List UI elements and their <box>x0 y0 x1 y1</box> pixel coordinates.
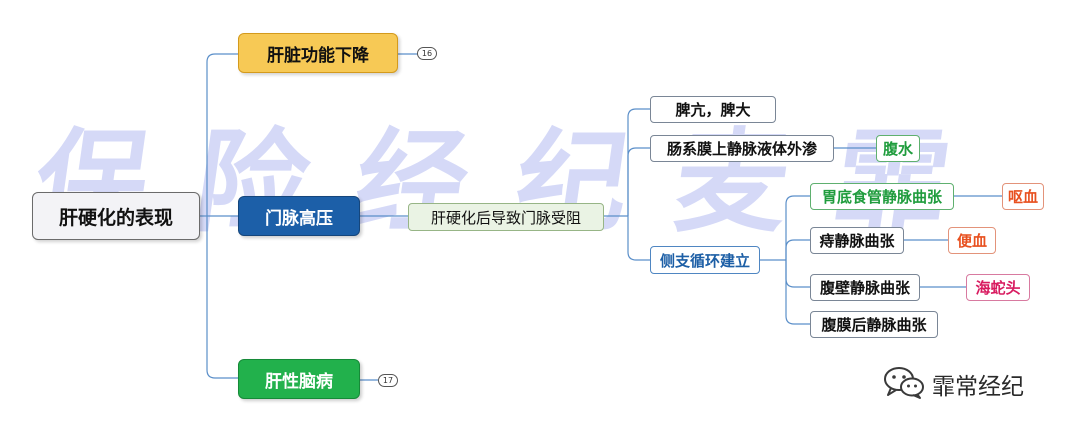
result-collateral-circulation[interactable]: 侧支循环建立 <box>650 246 760 274</box>
varix-gastric-esophageal[interactable]: 胃底食管静脉曲张 <box>810 183 954 210</box>
branch-liver-function-count-badge[interactable]: 16 <box>417 47 437 60</box>
outcome-ascites[interactable]: 腹水 <box>876 135 920 162</box>
result-mesenteric-effusion[interactable]: 肠系膜上静脉液体外渗 <box>650 135 834 162</box>
branch-portal-hypertension[interactable]: 门脉高压 <box>238 196 360 236</box>
wechat-icon <box>882 364 926 404</box>
varix-retroperitoneal[interactable]: 腹膜后静脉曲张 <box>810 311 938 338</box>
varix-hemorrhoidal[interactable]: 痔静脉曲张 <box>810 227 904 254</box>
outcome-hematochezia[interactable]: 便血 <box>948 227 996 254</box>
brand-name: 霏常经纪 <box>932 374 1024 400</box>
outcome-hematemesis[interactable]: 呕血 <box>1002 183 1044 210</box>
varix-abdominal-wall[interactable]: 腹壁静脉曲张 <box>810 274 920 301</box>
branch-hepatic-encephalopathy[interactable]: 肝性脑病 <box>238 359 360 399</box>
outcome-caput-medusae[interactable]: 海蛇头 <box>966 274 1030 301</box>
brand-mark: 霏常经纪 <box>882 364 1024 404</box>
portal-cause-node[interactable]: 肝硬化后导致门脉受阻 <box>408 203 604 231</box>
branch-hepatic-encephalopathy-count-badge[interactable]: 17 <box>378 374 398 387</box>
root-node[interactable]: 肝硬化的表现 <box>32 192 200 240</box>
branch-liver-function-decline[interactable]: 肝脏功能下降 <box>238 33 398 73</box>
result-hypersplenism[interactable]: 脾亢，脾大 <box>650 96 776 123</box>
